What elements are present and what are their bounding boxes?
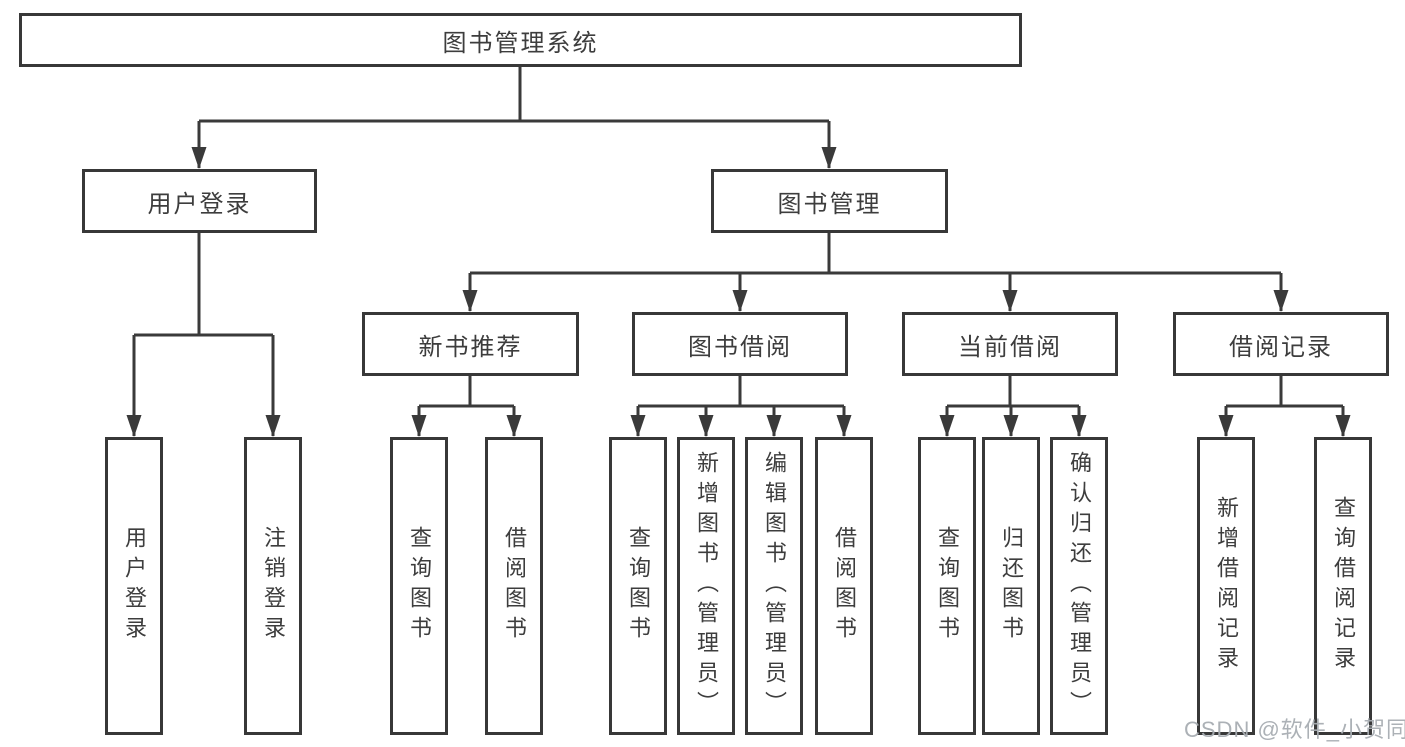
leaf-query-borrow-record: 查询借阅记录 [1314, 437, 1372, 735]
leaf-recommend-borrow-books: 借阅图书 [485, 437, 543, 735]
node-label: 查询借阅记录 [1331, 496, 1356, 676]
node-label: 编辑图书（管理员） [762, 451, 787, 721]
node-label: 确认归还（管理员） [1067, 451, 1092, 721]
connector-recommend-children [411, 376, 522, 437]
leaf-borrow-query-books: 查询图书 [609, 437, 667, 735]
node-label: 借阅图书 [502, 526, 527, 646]
node-label: 查询图书 [407, 526, 432, 646]
node-label: 借阅图书 [832, 526, 857, 646]
node-label: 用户登录 [122, 526, 147, 646]
leaf-add-borrow-record: 新增借阅记录 [1197, 437, 1255, 735]
node-book-borrow: 图书借阅 [632, 312, 848, 376]
connector-user-login-children [126, 233, 281, 437]
node-label: 当前借阅 [958, 333, 1062, 361]
connector-borrow-children [630, 376, 852, 437]
connector-records-children [1218, 376, 1351, 437]
csdn-watermark: CSDN @软件_小贺同学 [1184, 717, 1405, 742]
node-label: 图书借阅 [688, 333, 792, 361]
node-label: 查询图书 [935, 526, 960, 646]
node-label: 图书管理系统 [442, 29, 599, 57]
node-label: 归还图书 [999, 526, 1024, 646]
leaf-borrow-add-books-admin: 新增图书（管理员） [677, 437, 735, 735]
leaf-current-query-books: 查询图书 [918, 437, 976, 735]
node-label: 新书推荐 [418, 333, 523, 361]
leaf-current-confirm-return-admin: 确认归还（管理员） [1050, 437, 1108, 735]
node-label: 查询图书 [626, 526, 651, 646]
node-root: 图书管理系统 [19, 13, 1022, 67]
node-label: 用户登录 [147, 190, 252, 218]
connector-current-children [939, 376, 1087, 437]
node-label: 图书管理 [777, 190, 882, 218]
node-user-login: 用户登录 [82, 169, 317, 233]
node-new-book-recommend: 新书推荐 [362, 312, 579, 376]
connector-book-management-children [462, 233, 1289, 312]
node-label: 注销登录 [261, 526, 286, 646]
node-current-borrow: 当前借阅 [902, 312, 1118, 376]
leaf-borrow-borrow-books: 借阅图书 [815, 437, 873, 735]
node-book-management: 图书管理 [711, 169, 948, 233]
connector-root-to-level2 [191, 67, 837, 169]
leaf-user-login: 用户登录 [105, 437, 163, 735]
leaf-logout: 注销登录 [244, 437, 302, 735]
leaf-current-return-books: 归还图书 [982, 437, 1040, 735]
leaf-recommend-query-books: 查询图书 [390, 437, 448, 735]
leaf-borrow-edit-books-admin: 编辑图书（管理员） [745, 437, 803, 735]
node-borrow-records: 借阅记录 [1173, 312, 1389, 376]
node-label: 新增图书（管理员） [694, 451, 719, 721]
node-label: 借阅记录 [1229, 333, 1333, 361]
node-label: 新增借阅记录 [1214, 496, 1239, 676]
